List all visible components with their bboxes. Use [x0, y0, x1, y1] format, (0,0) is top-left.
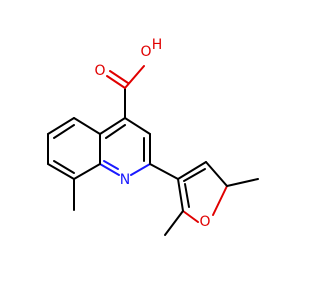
bond-f3-f4 [177, 161, 207, 180]
bond-c8-c8a [73, 163, 101, 180]
bond-c5-c6 [47, 117, 75, 135]
bond-c-o-double-b [109, 70, 129, 84]
bond-f2-f3 [177, 178, 184, 212]
bond-f5-methyl [226, 178, 259, 187]
atom-hydroxyl-oxygen: O [140, 44, 151, 60]
bond-c7-c8-double [53, 160, 75, 174]
bond-c5-c6-double [53, 124, 75, 139]
bond-c2-furan [149, 163, 179, 180]
furan-ring [164, 161, 259, 236]
bond-f5-o [212, 185, 228, 216]
carboxylic-acid-group [106, 65, 145, 119]
bond-c2-n [130, 163, 151, 176]
bond-o-f2 [182, 210, 199, 223]
bond-n-c8a [99, 163, 120, 176]
benzene-ring [47, 117, 101, 211]
bond-c4a-c4 [99, 117, 126, 135]
bond-c4a-c5 [73, 117, 101, 135]
atom-carbonyl-oxygen: O [94, 63, 105, 79]
structure-diagram: O H O N O [47, 37, 259, 236]
molecule-canvas: O H O N O [47, 37, 259, 236]
bond-n-c8a-double [103, 160, 119, 170]
bond-c4a-c4-double [105, 124, 126, 139]
bond-c4-c3 [124, 117, 151, 135]
atom-hydroxyl-hydrogen: H [152, 37, 163, 53]
bond-c-oh [124, 65, 145, 89]
pyridine-ring [99, 117, 151, 176]
bond-f4-f5 [205, 161, 228, 187]
atom-furan-oxygen: O [199, 214, 210, 230]
bond-c-o-double-a [106, 75, 126, 89]
bond-f2-f3-double [184, 183, 190, 208]
bond-c7-c8 [47, 163, 75, 180]
bond-f2-methyl [164, 210, 184, 236]
atom-ring-nitrogen: N [120, 172, 130, 188]
bond-f3-f4-double [183, 168, 206, 182]
